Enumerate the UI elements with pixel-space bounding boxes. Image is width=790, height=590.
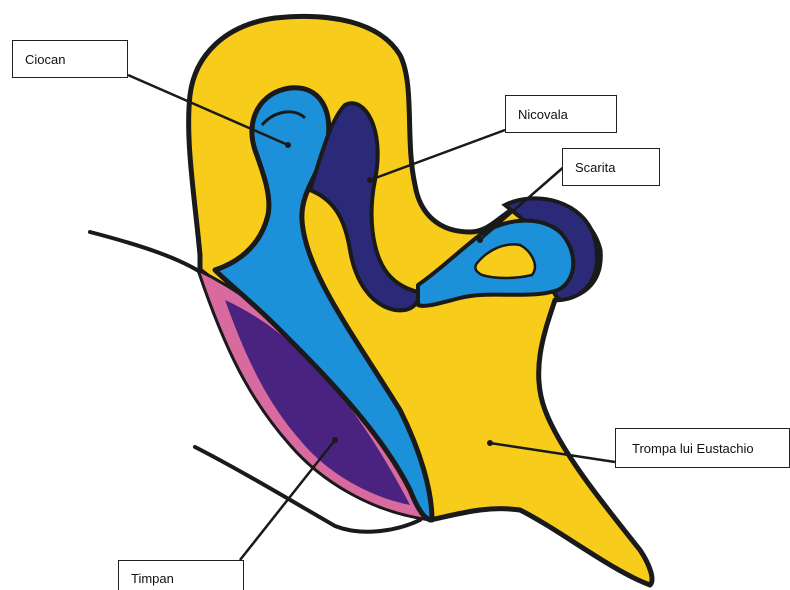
label-trompa-lui-eustachio: Trompa lui Eustachio xyxy=(615,428,790,468)
label-scarita: Scarita xyxy=(562,148,660,186)
scarita-leader-dot xyxy=(477,237,483,243)
ear-canal-upper-line xyxy=(90,232,205,275)
timpan-leader-line xyxy=(240,440,335,560)
timpan-leader-dot xyxy=(332,437,338,443)
nicovala-leader-dot xyxy=(367,177,373,183)
trompa-leader-dot xyxy=(487,440,493,446)
ciocan-leader-dot xyxy=(285,142,291,148)
label-timpan: Timpan xyxy=(118,560,244,590)
label-nicovala: Nicovala xyxy=(505,95,617,133)
label-ciocan: Ciocan xyxy=(12,40,128,78)
